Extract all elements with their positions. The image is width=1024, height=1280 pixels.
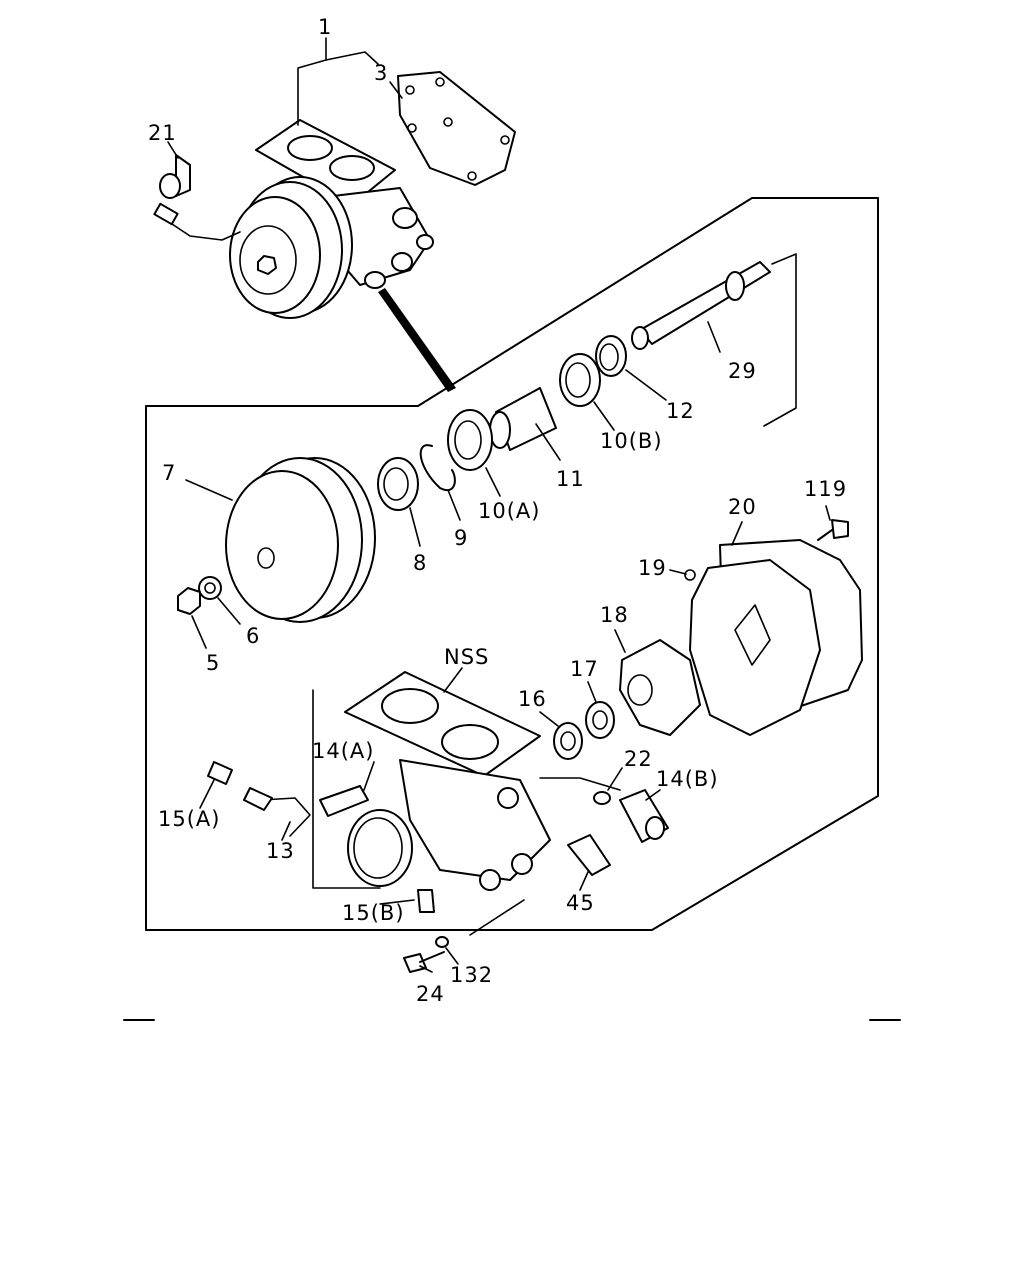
label-9: 9 bbox=[454, 526, 468, 550]
plate-19 bbox=[684, 559, 821, 736]
label-21: 21 bbox=[148, 121, 177, 145]
label-3: 3 bbox=[374, 61, 388, 85]
ring-12 bbox=[595, 335, 627, 377]
fitting-14b bbox=[619, 789, 669, 843]
label-18: 18 bbox=[600, 603, 629, 627]
label-1: 1 bbox=[318, 15, 332, 39]
label-16: 16 bbox=[518, 687, 547, 711]
leader-lines bbox=[167, 37, 831, 973]
seal-16 bbox=[553, 722, 583, 760]
washer-22 bbox=[593, 791, 611, 805]
bearing-10b bbox=[559, 353, 601, 407]
pulley-7 bbox=[225, 457, 376, 623]
label-nss: NSS bbox=[444, 645, 489, 669]
label-20: 20 bbox=[728, 495, 757, 519]
clamp-21 bbox=[159, 154, 191, 199]
label-13: 13 bbox=[266, 839, 295, 863]
nut-5 bbox=[177, 587, 201, 615]
label-15a: 15(A) bbox=[158, 807, 220, 831]
seal-17 bbox=[585, 701, 615, 739]
exploded-view-frame bbox=[145, 197, 879, 931]
label-7: 7 bbox=[162, 461, 176, 485]
label-29: 29 bbox=[728, 359, 757, 383]
label-11: 11 bbox=[556, 467, 585, 491]
label-10b: 10(B) bbox=[600, 429, 663, 453]
label-15b: 15(B) bbox=[342, 901, 405, 925]
bolt-24 bbox=[403, 951, 445, 973]
label-24: 24 bbox=[416, 982, 445, 1006]
label-6: 6 bbox=[246, 624, 260, 648]
label-5: 5 bbox=[206, 651, 220, 675]
bearing-10a bbox=[447, 409, 493, 471]
label-14a: 14(A) bbox=[312, 739, 374, 763]
label-132: 132 bbox=[450, 963, 493, 987]
pump-assembly bbox=[229, 119, 434, 319]
stud-45 bbox=[567, 834, 611, 876]
detail-pointer bbox=[378, 288, 456, 392]
label-8: 8 bbox=[413, 551, 427, 575]
snap-ring-9 bbox=[419, 444, 456, 491]
label-45: 45 bbox=[566, 891, 595, 915]
label-10a: 10(A) bbox=[478, 499, 540, 523]
housing-nss bbox=[344, 671, 551, 891]
pipe-13 bbox=[243, 785, 369, 837]
washer-6 bbox=[198, 576, 222, 600]
shaft-29 bbox=[631, 261, 771, 350]
seal-8 bbox=[377, 457, 419, 511]
label-119: 119 bbox=[804, 477, 847, 501]
fitting-15b bbox=[417, 889, 435, 913]
fitting-15a bbox=[207, 761, 233, 785]
label-19: 19 bbox=[638, 556, 667, 580]
gasket-3 bbox=[397, 71, 516, 186]
label-12: 12 bbox=[666, 399, 695, 423]
washer-132 bbox=[435, 936, 449, 948]
label-22: 22 bbox=[624, 747, 653, 771]
impeller-18 bbox=[619, 639, 701, 736]
spacer-11 bbox=[489, 387, 557, 451]
label-14b: 14(B) bbox=[656, 767, 719, 791]
label-17: 17 bbox=[570, 657, 599, 681]
bolt-119 bbox=[817, 519, 849, 541]
